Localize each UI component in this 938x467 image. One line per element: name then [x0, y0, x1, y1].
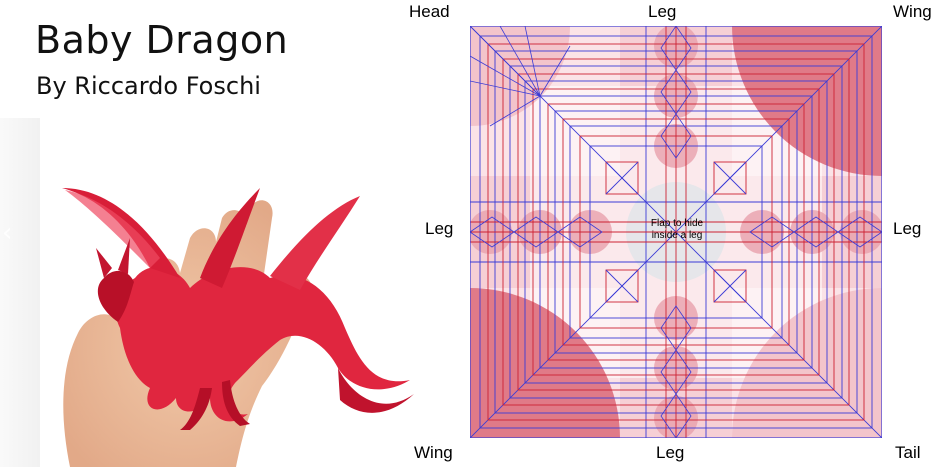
label-leg-left: Leg	[425, 219, 454, 238]
crease-pattern-diagram	[470, 26, 882, 438]
head-star-creases	[470, 26, 571, 127]
inner-box-creases	[605, 161, 747, 303]
label-leg-top: Leg	[648, 2, 677, 21]
carousel-prev-button[interactable]: ‹	[2, 218, 13, 248]
mountain-folds	[470, 26, 882, 438]
page-title: Baby Dragon	[35, 18, 289, 62]
author-subtitle: By Riccardo Foschi	[36, 72, 261, 100]
center-note-line2: inside a leg	[651, 230, 703, 241]
label-head: Head	[409, 2, 450, 21]
dragon-photo	[0, 118, 420, 467]
center-note-line1: Flap to hide	[650, 218, 704, 229]
label-wing-top: Wing	[893, 2, 932, 21]
label-leg-bottom: Leg	[656, 443, 685, 462]
center-note: Flap to hide inside a leg	[632, 218, 722, 242]
label-leg-right: Leg	[893, 219, 922, 238]
label-tail: Tail	[895, 443, 921, 462]
leg-diamond-creases	[470, 26, 882, 438]
label-wing-bottom: Wing	[414, 443, 453, 462]
dragon-body-shape	[115, 267, 410, 422]
